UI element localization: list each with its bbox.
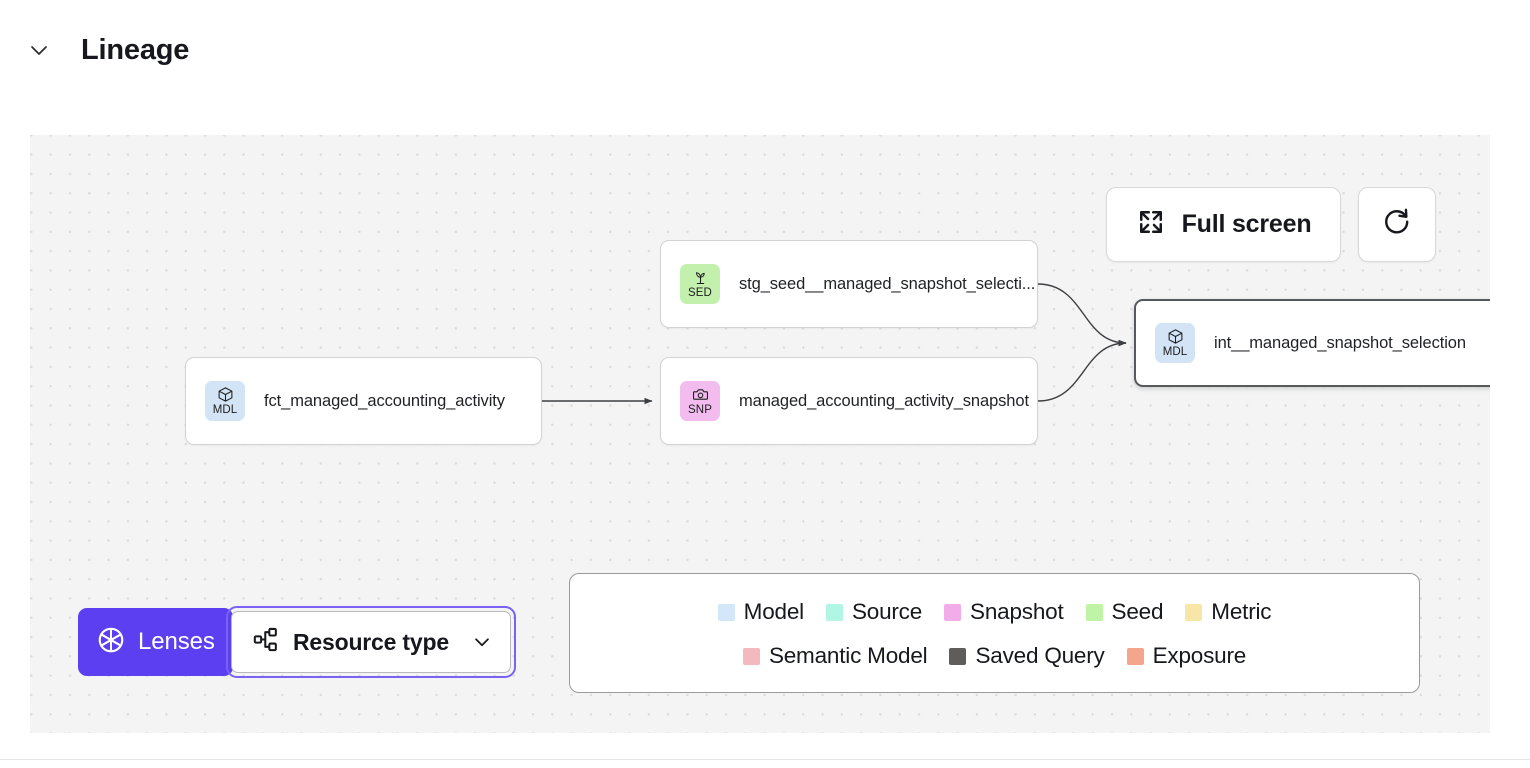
lineage-section-header: Lineage [0,0,1530,100]
legend-label-source: Source [851,599,923,624]
fullscreen-button[interactable]: Full screen [1106,187,1341,262]
legend-label-semantic-model: Semantic Model [768,643,928,668]
resource-type-focus-ring: Resource type [226,606,516,678]
lineage-collapse-toggle[interactable] [26,37,52,63]
cube-icon [1167,328,1184,345]
refresh-button[interactable] [1358,187,1436,262]
legend-swatch-source [825,603,843,621]
node-type-abbr: SNP [688,404,712,416]
node-type-badge-model: MDL [205,381,245,421]
legend-swatch-metric [1185,603,1203,621]
legend-label-saved-query: Saved Query [975,643,1105,668]
legend-item-source: Source [825,599,923,625]
node-type-badge-seed: SED [680,264,720,304]
fullscreen-button-label: Full screen [1181,210,1312,238]
page-title: Lineage [81,34,190,66]
resource-type-label: Resource type [293,628,449,655]
lineage-legend: Model Source Snapshot Seed Metric S [569,573,1420,693]
lineage-node-stg-seed-managed-snapshot-selection[interactable]: SED stg_seed__managed_snapshot_selecti..… [660,240,1038,328]
node-label: fct_managed_accounting_activity [264,391,505,410]
legend-item-saved-query: Saved Query [949,643,1105,669]
legend-item-semantic-model: Semantic Model [742,643,928,669]
lineage-node-int-managed-snapshot-selection[interactable]: MDL int__managed_snapshot_selection [1134,299,1490,387]
refresh-icon [1380,205,1414,244]
lineage-node-fct-managed-accounting-activity[interactable]: MDL fct_managed_accounting_activity [185,357,542,445]
node-type-badge-snapshot: SNP [680,381,720,421]
legend-item-exposure: Exposure [1126,643,1247,669]
legend-label-exposure: Exposure [1152,643,1247,668]
lineage-graph-canvas[interactable]: MDL fct_managed_accounting_activity SED … [30,135,1490,733]
node-label: managed_accounting_activity_snapshot [739,391,1029,410]
cube-icon [217,386,234,403]
expand-arrows-icon [1136,207,1166,242]
edge-seed-to-int [1037,283,1127,347]
lineage-node-managed-accounting-activity-snapshot[interactable]: SNP managed_accounting_activity_snapshot [660,357,1038,445]
legend-swatch-saved-query [949,647,967,665]
resource-type-dropdown[interactable]: Resource type [231,611,511,673]
chevron-down-icon [471,631,493,653]
sprout-icon [692,269,709,286]
node-type-abbr: MDL [212,404,238,416]
legend-label-model: Model [743,599,804,624]
node-label: stg_seed__managed_snapshot_selecti... [739,274,1036,293]
node-label: int__managed_snapshot_selection [1214,333,1466,352]
lenses-button[interactable]: Lenses [78,608,233,676]
legend-swatch-semantic-model [742,647,760,665]
node-type-badge-model: MDL [1155,323,1195,363]
lenses-button-label: Lenses [138,628,215,655]
legend-swatch-snapshot [944,603,962,621]
legend-item-snapshot: Snapshot [944,599,1064,625]
legend-swatch-model [717,603,735,621]
camera-icon [692,386,709,403]
legend-swatch-exposure [1126,647,1144,665]
chevron-down-icon [27,38,51,62]
legend-label-seed: Seed [1111,599,1164,624]
legend-item-metric: Metric [1185,599,1272,625]
legend-label-snapshot: Snapshot [970,599,1064,624]
node-type-abbr: MDL [1162,346,1188,358]
legend-row-1: Model Source Snapshot Seed Metric [570,590,1419,634]
bottom-divider [0,759,1530,761]
hierarchy-icon [252,626,279,658]
legend-row-2: Semantic Model Saved Query Exposure [570,634,1419,678]
node-type-abbr: SED [688,287,712,299]
aperture-icon [96,625,126,660]
legend-item-seed: Seed [1085,599,1164,625]
legend-label-metric: Metric [1211,599,1272,624]
legend-item-model: Model [717,599,804,625]
legend-swatch-seed [1085,603,1103,621]
edge-snapshot-to-int [1037,339,1127,402]
